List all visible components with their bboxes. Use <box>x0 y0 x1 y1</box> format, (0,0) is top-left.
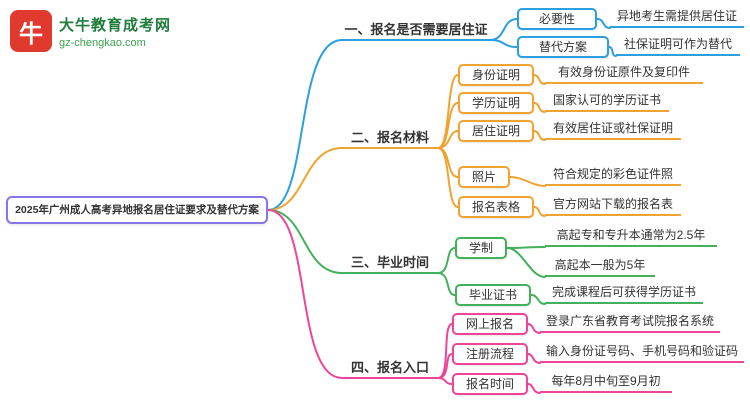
leaf-schooling-length-2: 高起本一般为5年 <box>545 257 655 277</box>
bull-logo-icon: 牛 <box>10 10 52 52</box>
branch-1-connectors <box>267 18 617 211</box>
bull-glyph: 牛 <box>19 20 43 48</box>
logo-domain: gz-chengkao.com <box>59 36 146 49</box>
leaf-registration-process-detail: 输入身份证号码、手机号码和验证码 <box>540 343 744 363</box>
branch-2-connectors <box>267 74 546 217</box>
branch-2-registration-materials: 二、报名材料 <box>350 130 429 145</box>
leaf-online-registration-detail: 登录广东省教育考试院报名系统 <box>540 313 720 333</box>
leaf-diploma-detail: 完成课程后可获得学历证书 <box>545 284 703 304</box>
branch-4-registration-entry: 四、报名入口 <box>350 360 429 375</box>
node-registration-time: 报名时间 <box>452 373 528 395</box>
node-necessity: 必要性 <box>517 8 597 30</box>
branch-4-connectors <box>267 209 541 394</box>
node-registration-process: 注册流程 <box>452 343 528 365</box>
branch-3-graduation-time: 三、毕业时间 <box>350 255 429 270</box>
node-identity-proof: 身份证明 <box>458 64 534 86</box>
branch-3-connectors <box>267 209 546 305</box>
node-online-registration: 网上报名 <box>452 313 528 335</box>
leaf-residence-proof-detail: 有效居住证或社保证明 <box>545 120 681 140</box>
node-education-proof: 学历证明 <box>458 92 534 114</box>
branch-1-residence-permit-required: 一、报名是否需要居住证 <box>344 22 488 37</box>
leaf-identity-proof-detail: 有效身份证原件及复印件 <box>545 64 703 84</box>
logo-title: 大牛教育成考网 <box>59 16 172 34</box>
root-topic: 2025年广州成人高考异地报名居住证要求及替代方案 <box>6 196 268 224</box>
leaf-registration-time-detail: 每年8月中旬至9月初 <box>540 373 672 393</box>
leaf-alternative-detail: 社保证明可作为替代 <box>616 36 740 56</box>
node-schooling-length: 学制 <box>455 237 507 259</box>
leaf-form-detail: 官方网站下载的报名表 <box>545 196 681 216</box>
node-photo: 照片 <box>458 166 510 188</box>
node-alternative-plan: 替代方案 <box>517 36 609 58</box>
node-residence-proof: 居住证明 <box>458 120 534 142</box>
leaf-necessity-detail: 异地考生需提供居住证 <box>610 8 744 28</box>
node-registration-form: 报名表格 <box>458 196 534 218</box>
node-diploma: 毕业证书 <box>455 284 531 306</box>
logo-text: 大牛教育成考网 gz-chengkao.com <box>59 14 171 49</box>
leaf-schooling-length-1: 高起专和专升本通常为2.5年 <box>545 227 717 247</box>
leaf-photo-detail: 符合规定的彩色证件照 <box>545 166 681 186</box>
site-logo: 牛 大牛教育成考网 gz-chengkao.com <box>10 10 171 52</box>
leaf-education-proof-detail: 国家认可的学历证书 <box>545 92 669 112</box>
